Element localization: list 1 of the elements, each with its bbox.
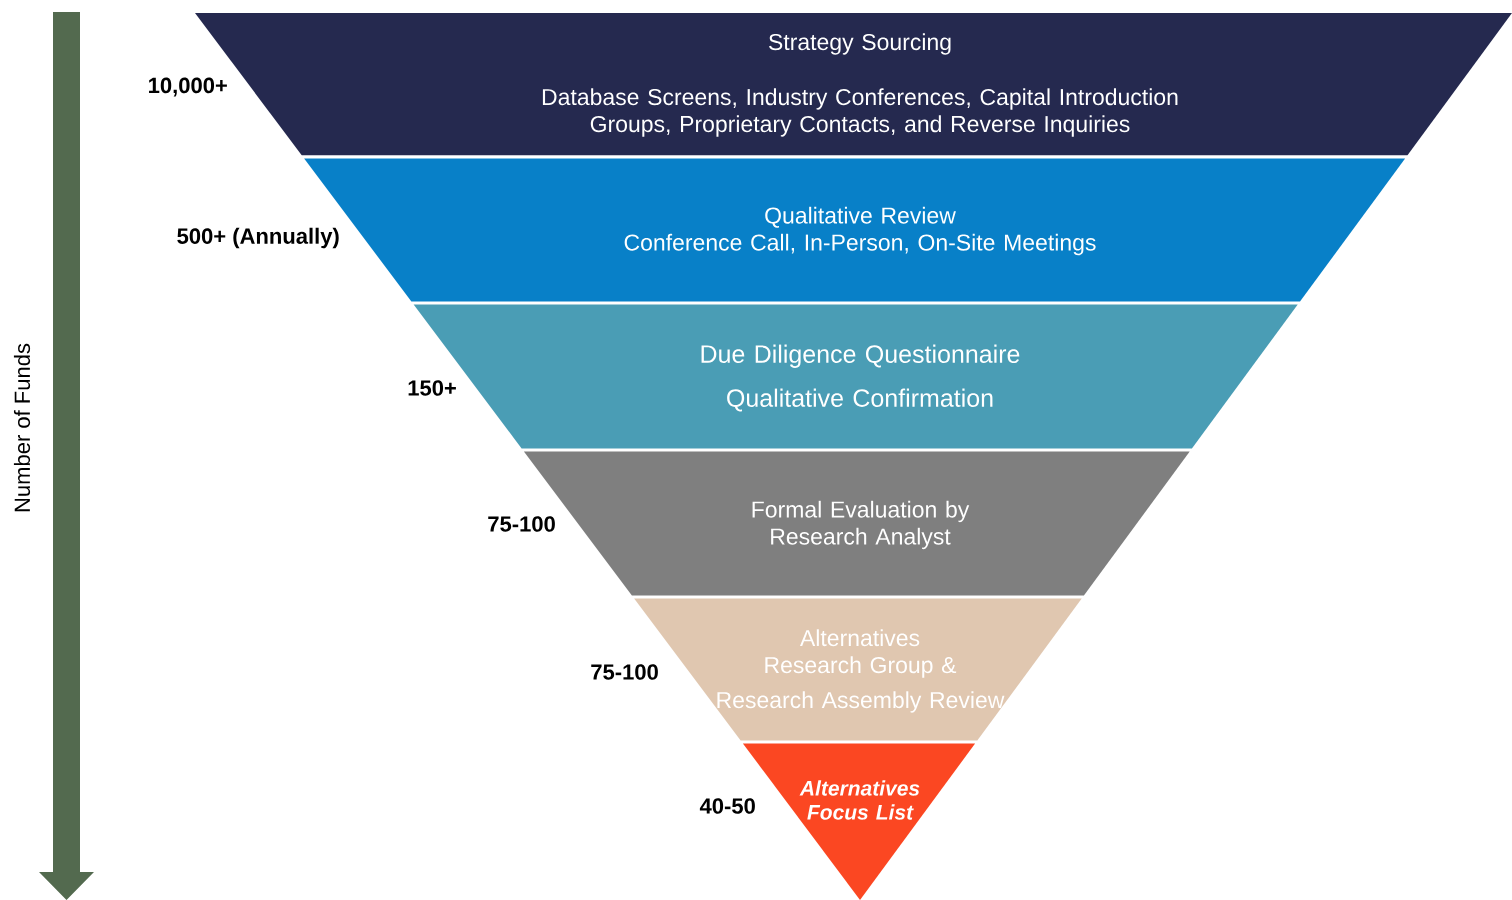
- axis-label: Number of Funds: [13, 343, 31, 512]
